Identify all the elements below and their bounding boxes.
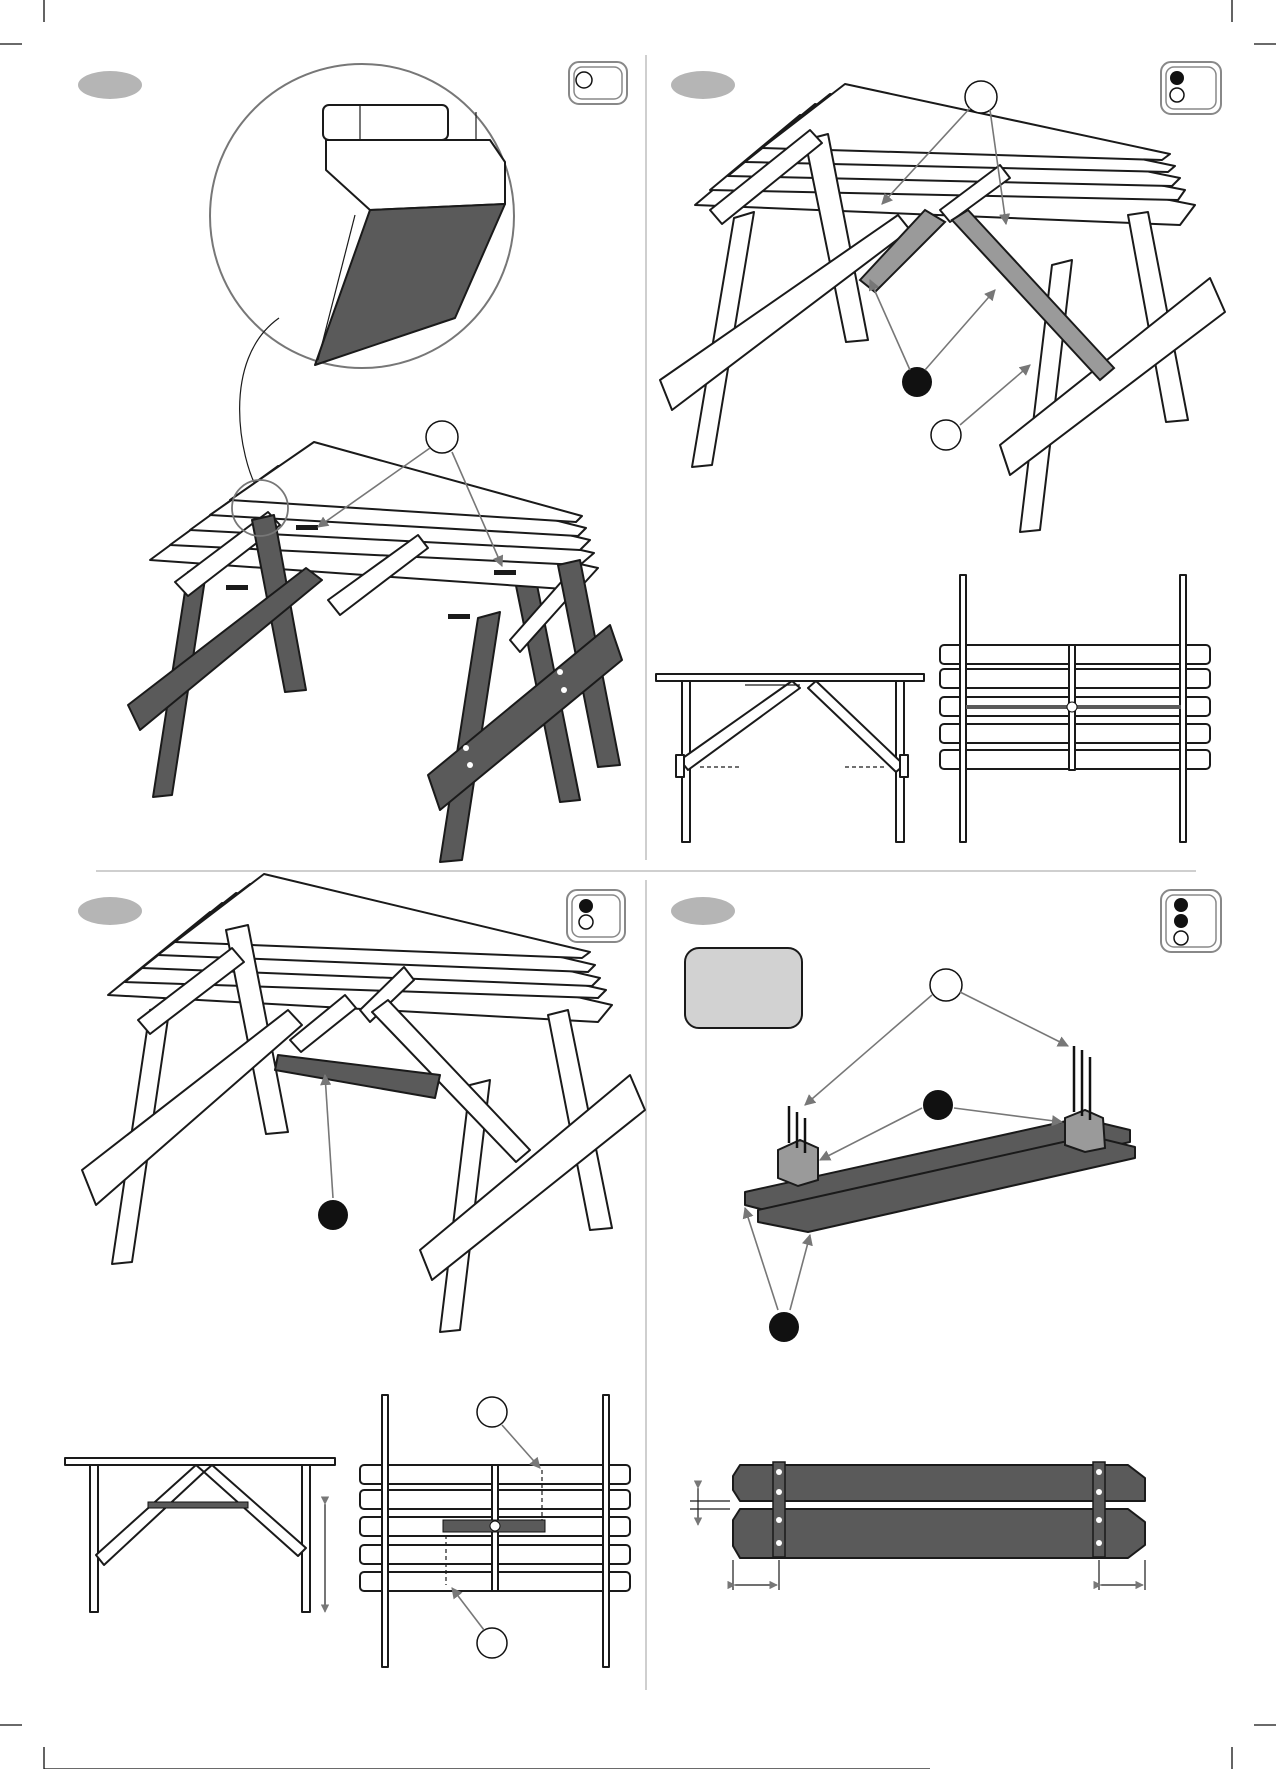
step-badge [671,71,735,99]
person-filled-icon [1174,914,1188,928]
step-badge [78,71,142,99]
panel-bottom-left [65,874,645,1667]
side-view [65,1458,335,1612]
panel-bottom-right [671,890,1221,1590]
note-box-icon [685,948,802,1028]
person-indicator [1161,890,1221,952]
screw-callout-icon [805,969,1068,1105]
table-illustration [660,84,1225,532]
panel-top-left [78,62,627,862]
table-illustration [82,874,645,1332]
person-empty-icon [1174,931,1188,945]
bench-illustration [745,1046,1135,1232]
person-indicator [1161,62,1221,114]
table-illustration [128,442,622,862]
step-badge [671,897,735,925]
top-view [360,1395,630,1667]
person-indicator [567,890,625,942]
part-callout-icon [870,280,995,397]
panel-top-right [656,62,1225,842]
person-empty-icon [1170,88,1184,102]
step-badge [78,897,142,925]
person-indicator [569,62,627,104]
side-view [656,674,924,842]
bench-top-view [690,1462,1145,1590]
person-filled-icon [1170,71,1184,85]
person-empty-icon [576,72,592,88]
top-view [940,575,1210,842]
magnifier-detail [210,64,514,490]
person-empty-icon [579,915,593,929]
part-callout-icon [318,1075,348,1230]
person-filled-icon [579,899,593,913]
person-filled-icon [1174,898,1188,912]
